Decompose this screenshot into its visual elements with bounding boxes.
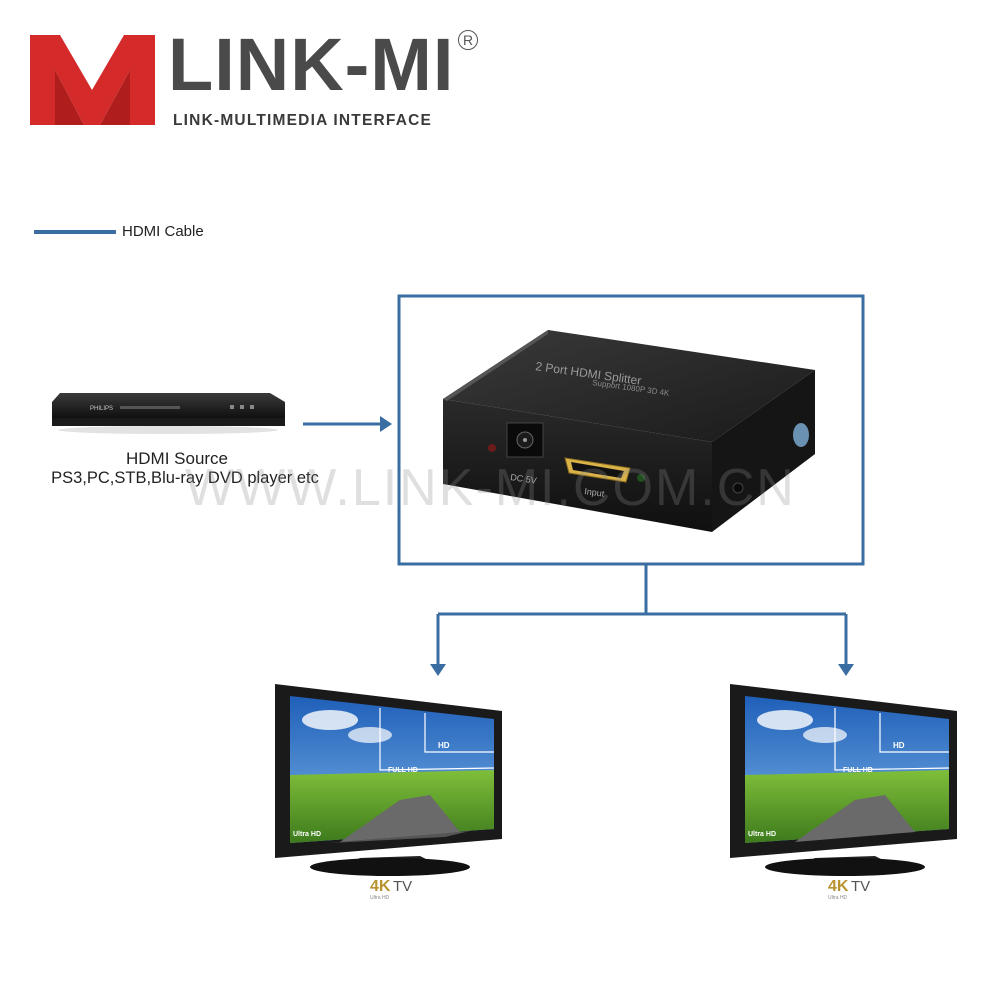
tv-left-ultrahd-label: Ultra HD	[293, 831, 321, 838]
output-cable-lines	[436, 564, 848, 664]
tv-left-fullhd-label: FULL HD	[388, 767, 418, 774]
legend-label: HDMI Cable	[122, 223, 204, 240]
tv-left	[275, 684, 502, 876]
tv-right-fullhd-label: FULL HD	[843, 767, 873, 774]
tv-right	[730, 684, 957, 876]
hdmi-splitter-device	[443, 330, 815, 532]
output-arrow-right-icon	[838, 664, 854, 676]
output-arrow-left-icon	[430, 664, 446, 676]
splitter-frame	[397, 294, 865, 566]
player-brand: PHILIPS	[90, 406, 113, 412]
registered-mark: R	[458, 30, 478, 50]
tv-right-hd-label: HD	[893, 741, 905, 750]
brand-name: LINK-MI	[168, 23, 455, 106]
tv-right-ultrahd-label: Ultra HD	[748, 831, 776, 838]
link-mi-logo-icon	[30, 35, 155, 125]
source-title: HDMI Source	[125, 449, 229, 468]
source-arrow-icon	[380, 416, 392, 432]
tv-left-badge-sub: Ultra HD	[370, 895, 390, 901]
tv-right-4k-badge: 4K	[828, 878, 849, 895]
input-port-label: Input	[584, 486, 606, 499]
legend-cable-line	[34, 230, 116, 234]
tv-left-tv-badge: TV	[393, 878, 412, 895]
tv-right-tv-badge: TV	[851, 878, 870, 895]
tv-left-4k-badge: 4K	[370, 878, 391, 895]
tv-right-badge-sub: Ultra HD	[828, 895, 848, 901]
dc-port-label: DC 5V	[510, 472, 538, 486]
dvd-player-icon	[52, 393, 285, 434]
source-devices: PS3,PC,STB,Blu-ray DVD player etc	[51, 469, 319, 487]
tv-left-hd-label: HD	[438, 741, 450, 750]
watermark-text: WWW.LINK-MI.COM.CN	[185, 459, 796, 517]
brand-tagline: LINK-MULTIMEDIA INTERFACE	[173, 112, 433, 129]
